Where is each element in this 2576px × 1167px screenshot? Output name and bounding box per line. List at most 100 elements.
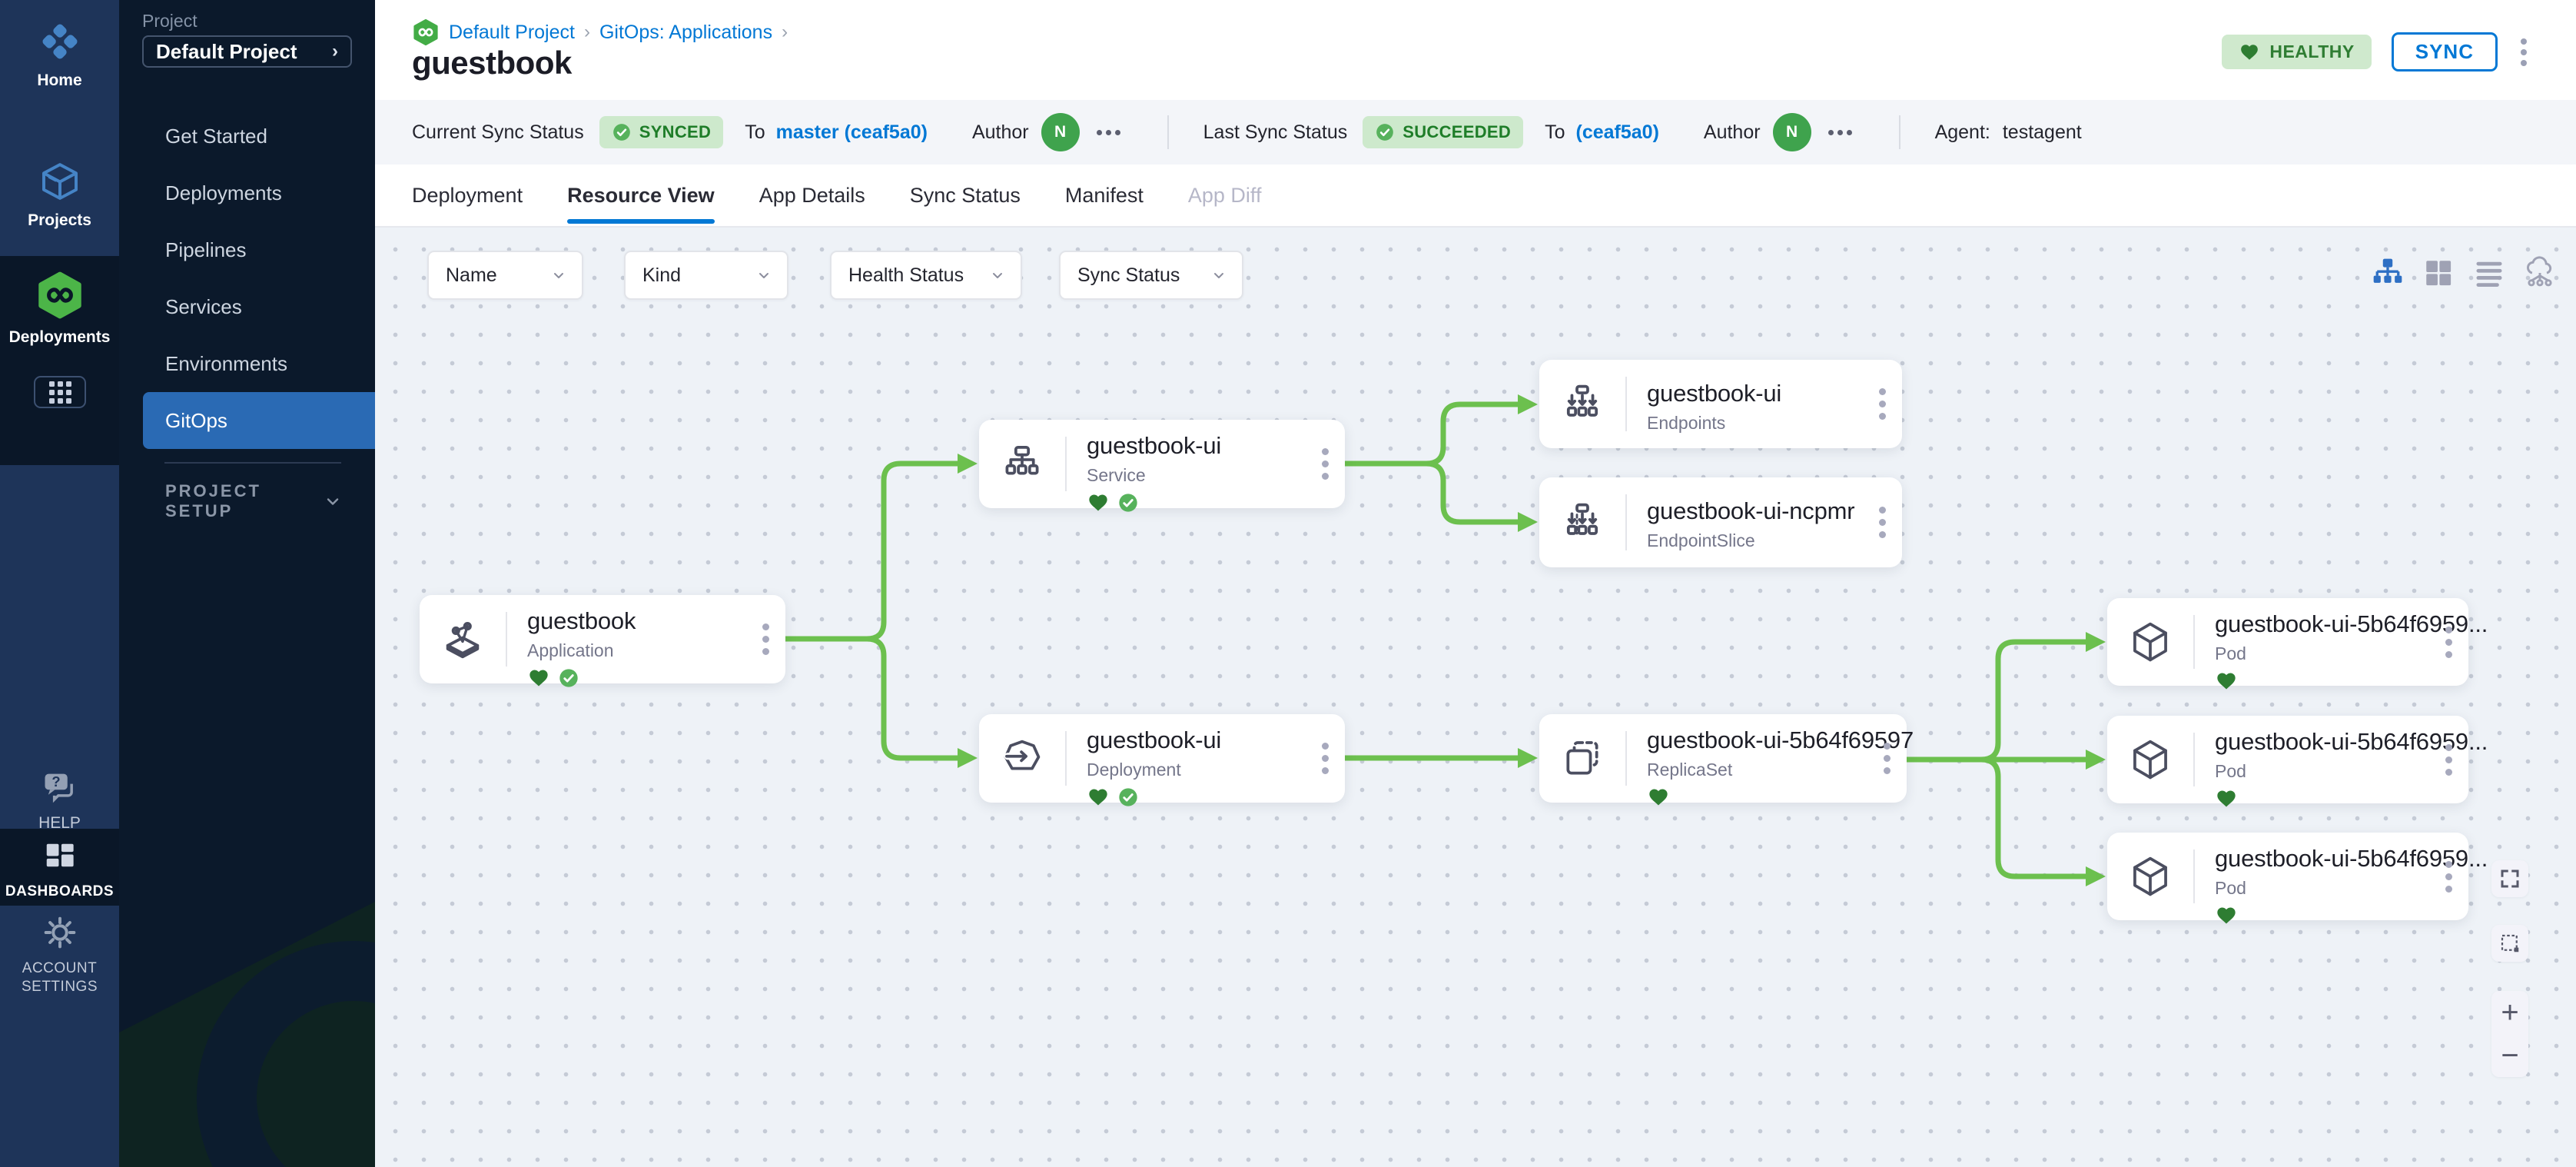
node-divider [2193,615,2195,669]
node-divider [1625,731,1627,786]
healthy-heart-icon [529,670,548,687]
node-menu-icon[interactable] [2428,716,2468,803]
node-replicaset-guestbook-ui-5b64f69597[interactable]: guestbook-ui-5b64f69597 ReplicaSet [1539,714,1914,806]
selection-box-button[interactable] [2491,925,2528,962]
author-label: Author [1703,121,1761,143]
node-menu-icon[interactable] [2428,598,2468,686]
filter-name[interactable]: Name [427,251,583,300]
filter-health-status[interactable]: Health Status [830,251,1022,300]
tab-sync-status[interactable]: Sync Status [909,183,1021,207]
node-menu-icon[interactable] [2428,833,2468,920]
node-divider [2193,733,2195,786]
pod-icon [2107,833,2193,920]
nav-item-projects[interactable]: Projects [0,160,119,230]
node-kind: EndpointSlice [1647,530,1755,550]
grid-view-icon[interactable] [2421,255,2456,291]
sidebar-item-deployments[interactable]: Deployments [165,181,282,204]
sync-status-bar: Current Sync Status SYNCED To master (ce… [375,100,2576,165]
zoom-out-button[interactable]: − [2501,1039,2519,1072]
nav-item-account-settings[interactable]: ACCOUNT SETTINGS [0,913,119,996]
last-sync-status-label: Last Sync Status [1203,121,1348,143]
to-label: To [1545,121,1565,143]
tab-manifest[interactable]: Manifest [1064,183,1144,207]
node-pod-1[interactable]: guestbook-ui-5b64f6959... Pod [2107,598,2488,690]
node-application-guestbook[interactable]: guestbook Application [420,595,785,687]
module-picker-button[interactable] [34,376,86,408]
breadcrumb-separator: › [782,22,788,42]
nav-item-help[interactable]: ? HELP [0,769,119,833]
filter-sync-status[interactable]: Sync Status [1059,251,1243,300]
sidebar-item-environments[interactable]: Environments [165,351,287,375]
project-setup-toggle[interactable]: PROJECT SETUP [165,481,342,520]
deployment-icon [979,714,1065,803]
nav-item-label: ACCOUNT [22,960,98,976]
pod-icon [2107,716,2193,803]
node-kind: Service [1087,465,1146,485]
chevron-down-icon [759,273,768,278]
list-view-icon[interactable] [2471,255,2507,291]
synced-check-icon [1119,788,1137,806]
sidebar-item-pipelines[interactable]: Pipelines [165,238,247,261]
fullscreen-button[interactable] [2491,860,2528,897]
tab-app-diff[interactable]: App Diff [1187,183,1262,207]
current-revision-link[interactable]: master (ceaf5a0) [775,121,928,143]
nav-item-label: HELP [38,814,81,832]
sidebar-item-gitops[interactable]: GitOps [143,392,375,449]
node-name: guestbook-ui-ncpmr [1647,497,1855,524]
sidebar-item-get-started[interactable]: Get Started [165,124,267,148]
node-menu-icon[interactable] [1862,477,1902,567]
node-service-guestbook-ui[interactable]: guestbook-ui Service [979,420,1345,512]
node-pod-2[interactable]: guestbook-ui-5b64f6959... Pod [2107,716,2488,807]
healthy-heart-icon [1089,494,1107,511]
status-divider [1898,115,1900,149]
more-options-icon[interactable] [2518,35,2530,69]
node-divider [1625,494,1627,550]
nav-item-deployments[interactable]: Deployments [0,271,119,347]
breadcrumb-link-gitops-applications[interactable]: GitOps: Applications [599,21,773,43]
author-label: Author [971,121,1029,143]
breadcrumb-separator: › [583,22,590,42]
network-view-icon[interactable] [2522,255,2558,291]
check-circle-icon [1376,124,1394,141]
synced-check-icon [559,669,578,687]
tab-resource-view[interactable]: Resource View [567,164,715,227]
breadcrumb-link-project[interactable]: Default Project [449,21,575,43]
chevron-down-icon [554,273,563,278]
tab-deployment[interactable]: Deployment [412,183,523,207]
svg-text:?: ? [51,773,60,790]
nav-item-home[interactable]: Home [0,20,119,90]
check-circle-icon [612,124,630,141]
more-icon[interactable] [1092,125,1125,140]
node-endpoints-guestbook-ui[interactable]: guestbook-ui Endpoints [1539,360,1902,448]
sidebar-divider [164,462,341,464]
project-selector[interactable]: Default Project › [142,35,352,68]
zoom-in-button[interactable]: + [2501,996,2519,1029]
node-menu-icon[interactable] [1305,420,1345,508]
health-status-badge: HEALTHY [2222,35,2372,69]
node-divider [2193,849,2195,903]
endpointslice-icon [1539,477,1625,567]
resource-tree-canvas[interactable]: Name Kind Health Status Sync Status [375,228,2576,1167]
node-endpointslice-guestbook-ui-ncpmr[interactable]: guestbook-ui-ncpmr EndpointSlice [1539,477,1902,567]
synced-badge: SYNCED [599,116,724,148]
last-revision-link[interactable]: (ceaf5a0) [1575,121,1659,143]
tree-view-icon[interactable] [2370,255,2405,291]
node-deployment-guestbook-ui[interactable]: guestbook-ui Deployment [979,714,1345,806]
node-kind: Deployment [1087,760,1181,780]
node-menu-icon[interactable] [1862,360,1902,448]
sidebar-item-services[interactable]: Services [165,294,242,318]
current-sync-status-label: Current Sync Status [412,121,584,143]
tab-app-details[interactable]: App Details [759,183,865,207]
node-menu-icon[interactable] [1305,714,1345,803]
more-icon[interactable] [1824,125,1857,140]
chevron-down-icon [327,498,339,505]
node-divider [1625,377,1627,431]
node-menu-icon[interactable] [745,595,785,683]
node-menu-icon[interactable] [1867,714,1907,803]
filter-kind[interactable]: Kind [624,251,788,300]
node-pod-3[interactable]: guestbook-ui-5b64f6959... Pod [2107,833,2488,924]
nav-item-dashboards[interactable]: DASHBOARDS [0,840,119,900]
heart-icon [2241,44,2259,60]
breadcrumb: Default Project › GitOps: Applications › [412,18,788,46]
sync-button[interactable]: SYNC [2391,32,2498,71]
